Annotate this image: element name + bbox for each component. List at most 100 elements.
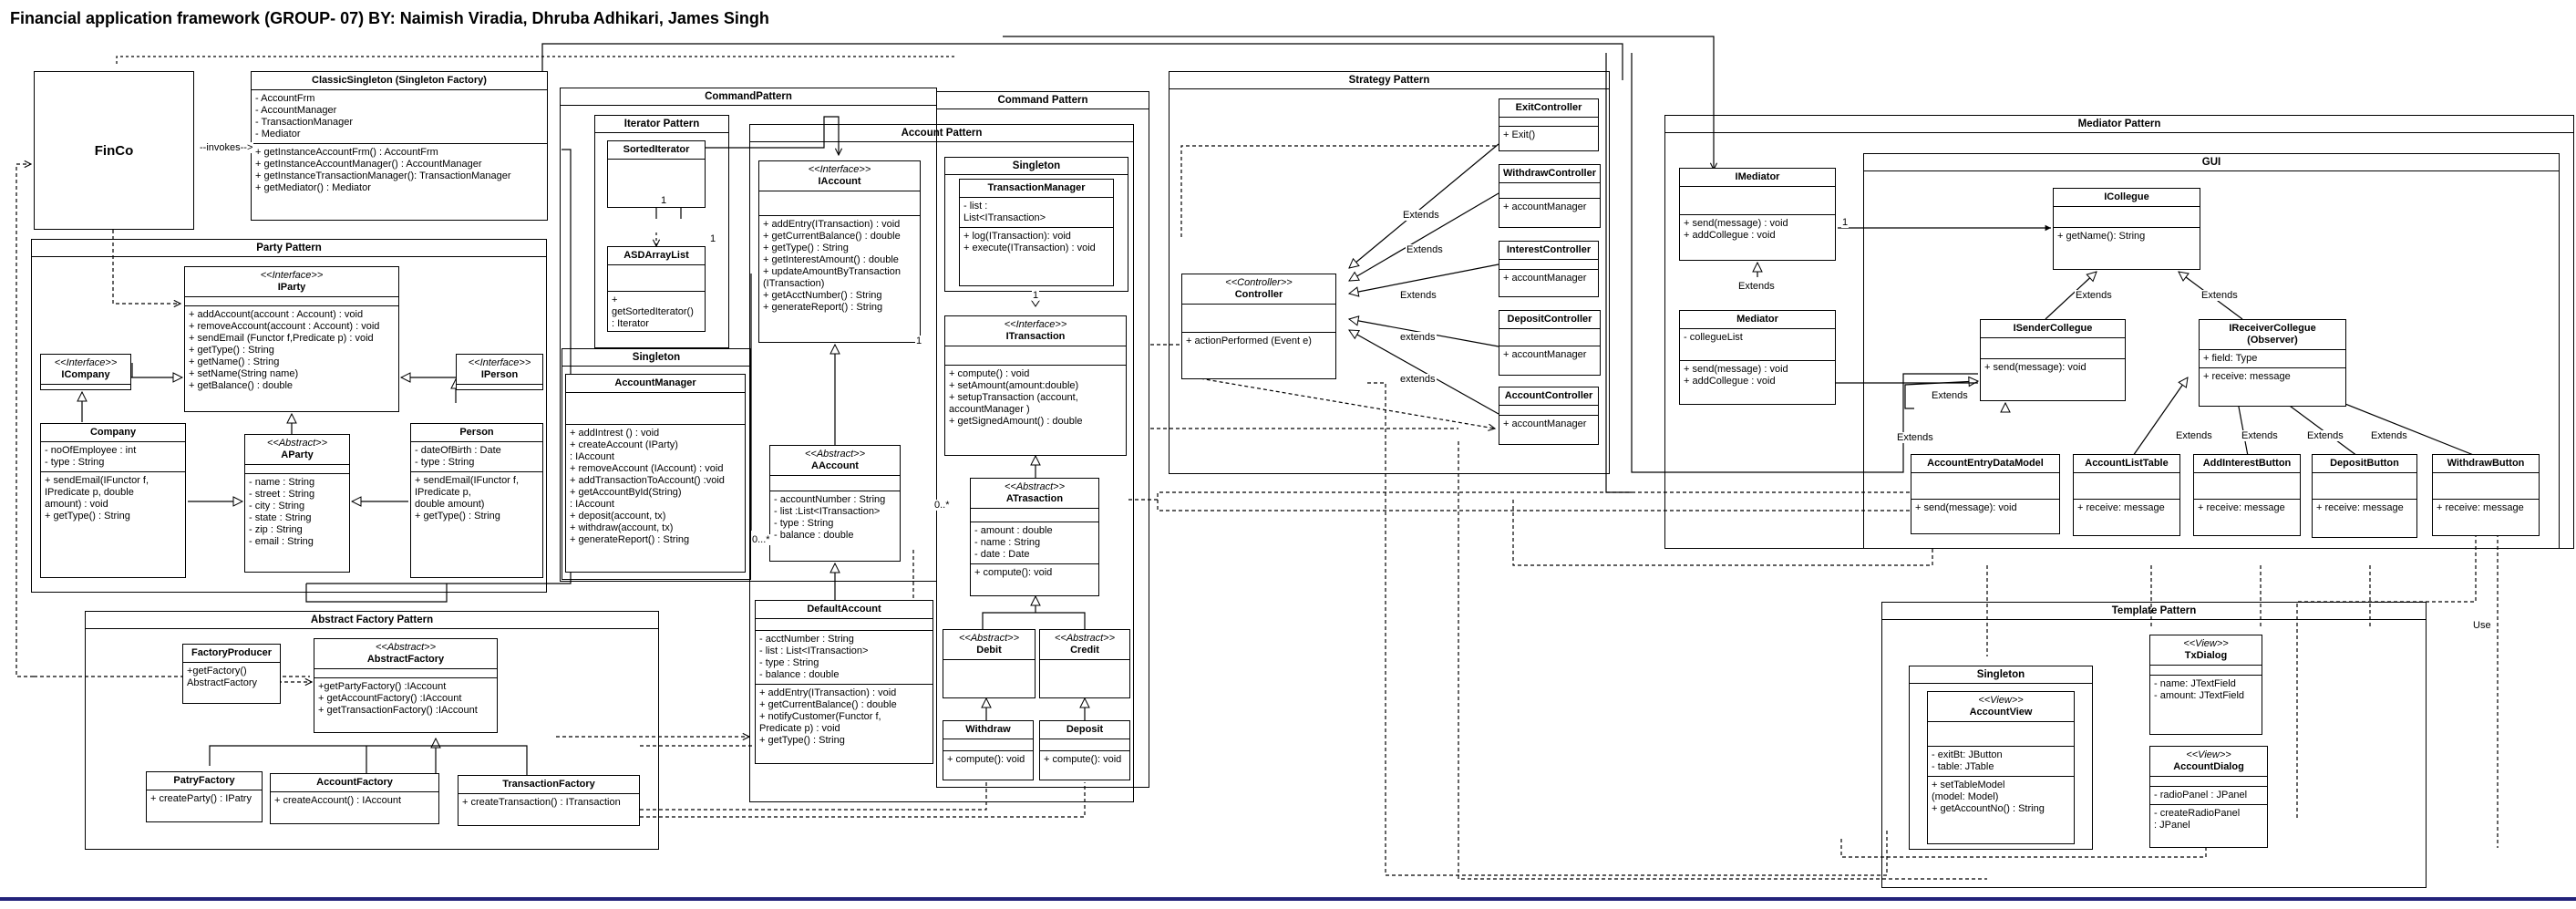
company-name: Company bbox=[41, 424, 185, 442]
extends-label-entry-model: Extends bbox=[1931, 390, 1969, 401]
withdraw-controller-name: WithdrawController bbox=[1499, 165, 1600, 183]
extends-label-list-table: Extends bbox=[2175, 430, 2213, 441]
withdraw-controller-spacer bbox=[1499, 183, 1600, 199]
extends-label-withdraw: Extends bbox=[1406, 244, 1444, 255]
iperson-interface: <<Interface>>IPerson bbox=[456, 354, 543, 390]
controller-spacer bbox=[1182, 305, 1335, 333]
ireceiver-collegue-name: IReceiverCollegue (Observer) bbox=[2200, 320, 2345, 350]
account-manager-spacer bbox=[566, 393, 745, 425]
itransaction-operations: + compute() : void + setAmount(amount:do… bbox=[949, 368, 1083, 427]
icompany-name: ICompany bbox=[61, 369, 110, 380]
aaccount-abstract-class: <<Abstract>>AAccount - accountNumber : S… bbox=[769, 445, 901, 562]
tx-dialog-attributes: - name: JTextField - amount: JTextField bbox=[2154, 678, 2245, 701]
iaccount-name: IAccount bbox=[818, 176, 861, 187]
default-account-class: DefaultAccount - acctNumber : String - l… bbox=[755, 600, 933, 764]
itransaction-spacer bbox=[945, 346, 1126, 366]
iparty-name: IParty bbox=[277, 282, 306, 293]
party-pattern-package: Party Pattern bbox=[31, 239, 547, 593]
abstract-factory-spacer bbox=[314, 669, 497, 678]
withdraw-name: Withdraw bbox=[943, 721, 1033, 739]
sorted-iterator-spacer bbox=[608, 160, 705, 168]
isender-collegue-spacer bbox=[1981, 338, 2125, 359]
account-list-table-class: AccountListTable + receive: message bbox=[2073, 454, 2180, 536]
credit-spacer bbox=[1040, 660, 1129, 668]
aaccount-stereotype: <<Abstract>> bbox=[804, 449, 866, 460]
multiplicity-1-iterator: 1 bbox=[660, 195, 668, 206]
credit-stereotype: <<Abstract>> bbox=[1054, 633, 1116, 644]
account-entry-data-model-name: AccountEntryDataModel bbox=[1911, 455, 2059, 473]
asd-array-list-operations: + getSortedIterator() : Iterator bbox=[612, 294, 694, 329]
asd-array-list-class: ASDArrayList + getSortedIterator() : Ite… bbox=[607, 246, 706, 332]
iperson-name: IPerson bbox=[480, 369, 519, 380]
deposit-controller-operations: + accountManager bbox=[1503, 349, 1587, 360]
gui-title: GUI bbox=[1864, 154, 2559, 171]
deposit-controller-class: DepositController + accountManager bbox=[1499, 310, 1601, 376]
use-label: Use bbox=[2472, 620, 2492, 631]
atransaction-abstract-class: <<Abstract>>ATrasaction - amount : doubl… bbox=[970, 478, 1099, 596]
default-account-operations: + addEntry(ITransaction) : void + getCur… bbox=[759, 687, 897, 746]
extends-label-exit: Extends bbox=[1402, 210, 1440, 221]
aaccount-name: AAccount bbox=[811, 460, 859, 471]
credit-name: Credit bbox=[1070, 645, 1099, 656]
abstract-factory-title: Abstract Factory Pattern bbox=[86, 612, 658, 629]
credit-abstract-class: <<Abstract>>Credit bbox=[1039, 629, 1130, 698]
account-entry-data-model-operations: + send(message): void bbox=[1915, 502, 2017, 513]
singleton-am-title: Singleton bbox=[562, 349, 750, 367]
account-manager-name: AccountManager bbox=[566, 375, 745, 393]
account-dialog-spacer bbox=[2150, 777, 2267, 787]
gui-package: GUI bbox=[1863, 153, 2560, 549]
extends-label-account: extends bbox=[1399, 374, 1437, 385]
transaction-factory-name: TransactionFactory bbox=[459, 776, 639, 794]
interest-controller-operations: + accountManager bbox=[1503, 273, 1587, 284]
deposit-button-operations: + receive: message bbox=[2316, 502, 2404, 513]
atransaction-name: ATrasaction bbox=[1005, 493, 1064, 504]
deposit-controller-name: DepositController bbox=[1499, 311, 1600, 329]
account-dialog-attributes: - radioPanel : JPanel bbox=[2150, 787, 2267, 805]
company-attributes: - noOfEmployee : int - type : String bbox=[41, 442, 185, 472]
extends-label-gui-left: Extends bbox=[1896, 432, 1934, 443]
multiplicity-0-aaccount: 0...* bbox=[751, 534, 771, 545]
account-factory-operations: + createAccount() : IAccount bbox=[274, 795, 402, 806]
ireceiver-collegue-interface: IReceiverCollegue (Observer) + field: Ty… bbox=[2199, 319, 2346, 407]
tx-dialog-class: <<View>>TxDialog - name: JTextField - am… bbox=[2149, 635, 2262, 735]
template-pattern-title: Template Pattern bbox=[1882, 603, 2426, 620]
exit-controller-class: ExitController + Exit() bbox=[1499, 98, 1599, 151]
interest-controller-class: InterestController + accountManager bbox=[1499, 241, 1599, 297]
account-pattern-title: Account Pattern bbox=[750, 125, 1133, 142]
iterator-pattern-title: Iterator Pattern bbox=[595, 116, 728, 133]
atransaction-operations: + compute(): void bbox=[974, 567, 1053, 578]
icollegue-operations: + getName(): String bbox=[2057, 231, 2146, 242]
factory-producer-name: FactoryProducer bbox=[183, 645, 280, 663]
ireceiver-collegue-attributes: + field: Type bbox=[2200, 350, 2345, 368]
withdraw-operations: + compute(): void bbox=[947, 754, 1025, 765]
extends-label-withdraw-button: Extends bbox=[2370, 430, 2408, 441]
add-interest-button-operations: + receive: message bbox=[2198, 502, 2285, 513]
account-factory-class: AccountFactory + createAccount() : IAcco… bbox=[270, 773, 439, 824]
transaction-manager-name: TransactionManager bbox=[960, 180, 1113, 198]
deposit-button-name: DepositButton bbox=[2313, 455, 2416, 473]
icompany-stereotype: <<Interface>> bbox=[54, 357, 118, 368]
account-controller-class: AccountController + accountManager bbox=[1499, 387, 1599, 445]
account-view-spacer bbox=[1928, 722, 2074, 747]
extends-label-receiver: Extends bbox=[2200, 290, 2239, 301]
account-view-stereotype: <<View>> bbox=[1978, 695, 2024, 706]
classic-singleton-name: ClassicSingleton (Singleton Factory) bbox=[252, 72, 547, 90]
account-list-table-operations: + receive: message bbox=[2077, 502, 2165, 513]
singleton-tm-package: Singleton bbox=[944, 157, 1128, 292]
factory-producer-operations: +getFactory() AbstractFactory bbox=[187, 666, 258, 688]
icollegue-spacer bbox=[2054, 207, 2200, 228]
finco-name: FinCo bbox=[94, 142, 134, 159]
company-class: Company - noOfEmployee : int - type : St… bbox=[40, 423, 186, 578]
account-dialog-operations: - createRadioPanel : JPanel bbox=[2154, 808, 2241, 831]
interest-controller-spacer bbox=[1499, 260, 1598, 270]
default-account-attributes: - acctNumber : String - list : List<ITra… bbox=[756, 631, 933, 685]
iaccount-operations: + addEntry(ITransaction) : void + getCur… bbox=[763, 219, 901, 313]
aparty-stereotype: <<Abstract>> bbox=[266, 438, 328, 449]
account-dialog-stereotype: <<View>> bbox=[2186, 749, 2231, 760]
imediator-interface: IMediator + send(message) : void + addCo… bbox=[1679, 168, 1836, 261]
tx-dialog-name: TxDialog bbox=[2184, 650, 2228, 661]
singleton-view-package: Singleton bbox=[1909, 666, 2093, 850]
transaction-manager-operations: + log(ITransaction): void + execute(ITra… bbox=[963, 231, 1096, 253]
withdraw-button-name: WithdrawButton bbox=[2433, 455, 2539, 473]
extends-label-deposit-button: Extends bbox=[2306, 430, 2344, 441]
